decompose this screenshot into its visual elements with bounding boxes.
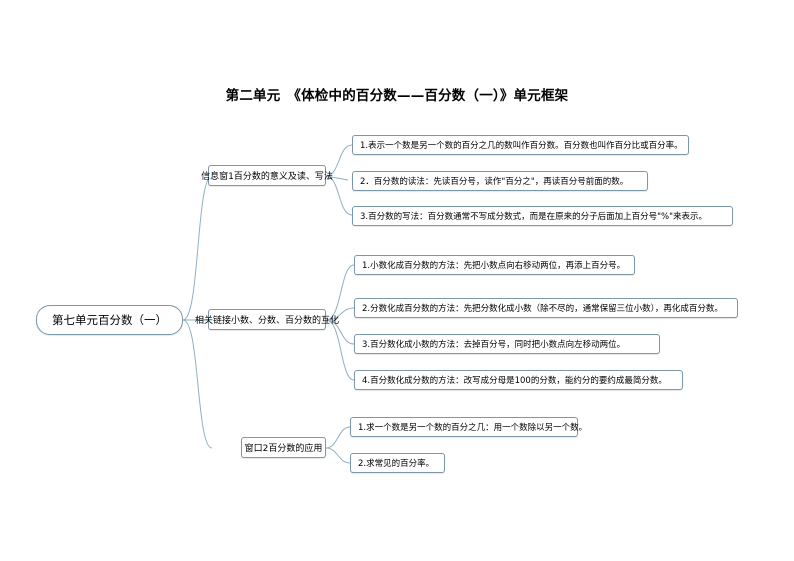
root-node[interactable]: 第七单元百分数（一） <box>36 305 183 335</box>
leaf-node-2-3-label: 3.百分数化成小数的方法：去掉百分号，同时把小数点向左移动两位。 <box>362 340 626 350</box>
leaf-node-1-3[interactable]: 3.百分数的写法：百分数通常不写成分数式，而是在原来的分子后面加上百分号"%"来… <box>352 206 733 226</box>
leaf-node-2-4-label: 4.百分数化成分数的方法：改写成分母是100的分数，能约分的要约成最简分数。 <box>362 376 667 386</box>
leaf-node-3-2-label: 2.求常见的百分率。 <box>358 459 435 469</box>
branch-node-2[interactable]: 相关链接小数、分数、百分数的互化 <box>195 309 339 330</box>
leaf-node-3-1-label: 1.求一个数是另一个数的百分之几：用一个数除以另一个数。 <box>358 423 588 433</box>
page-title: 第二单元 《体检中的百分数——百分数（一）》单元框架 <box>225 88 569 104</box>
leaf-node-1-3-label: 3.百分数的写法：百分数通常不写成分数式，而是在原来的分子后面加上百分号"%"来… <box>360 212 708 222</box>
leaf-node-2-2-label: 2.分数化成百分数的方法：先把分数化成小数（除不尽的，通常保留三位小数），再化成… <box>362 304 723 314</box>
leaf-node-3-1[interactable]: 1.求一个数是另一个数的百分之几：用一个数除以另一个数。 <box>350 417 587 437</box>
branch-node-3-label: 窗口2百分数的应用 <box>244 444 323 454</box>
leaf-node-1-1[interactable]: 1.表示一个数是另一个数的百分之几的数叫作百分数。百分数也叫作百分比或百分率。 <box>352 135 689 155</box>
leaf-node-1-1-label: 1.表示一个数是另一个数的百分之几的数叫作百分数。百分数也叫作百分比或百分率。 <box>360 141 683 151</box>
leaf-node-1-2[interactable]: 2．百分数的读法：先读百分号，读作"百分之"，再读百分号前面的数。 <box>352 171 648 191</box>
leaf-node-2-1-label: 1.小数化成百分数的方法：先把小数点向右移动两位，再添上百分号。 <box>362 261 626 271</box>
leaf-node-2-3[interactable]: 3.百分数化成小数的方法：去掉百分号，同时把小数点向左移动两位。 <box>354 334 660 354</box>
leaf-node-2-4[interactable]: 4.百分数化成分数的方法：改写成分母是100的分数，能约分的要约成最简分数。 <box>354 370 683 390</box>
leaf-node-2-1[interactable]: 1.小数化成百分数的方法：先把小数点向右移动两位，再添上百分号。 <box>354 255 635 275</box>
leaf-node-2-2[interactable]: 2.分数化成百分数的方法：先把分数化成小数（除不尽的，通常保留三位小数），再化成… <box>354 298 738 318</box>
branch-node-2-label: 相关链接小数、分数、百分数的互化 <box>195 316 340 326</box>
root-node-label: 第七单元百分数（一） <box>52 313 167 327</box>
branch-node-1[interactable]: 信息窗1百分数的意义及读、写法 <box>201 165 333 186</box>
leaf-node-3-2[interactable]: 2.求常见的百分率。 <box>350 453 445 473</box>
branch-node-3[interactable]: 窗口2百分数的应用 <box>241 437 326 458</box>
leaf-node-1-2-label: 2．百分数的读法：先读百分号，读作"百分之"，再读百分号前面的数。 <box>360 177 629 187</box>
branch-node-1-label: 信息窗1百分数的意义及读、写法 <box>201 172 333 182</box>
